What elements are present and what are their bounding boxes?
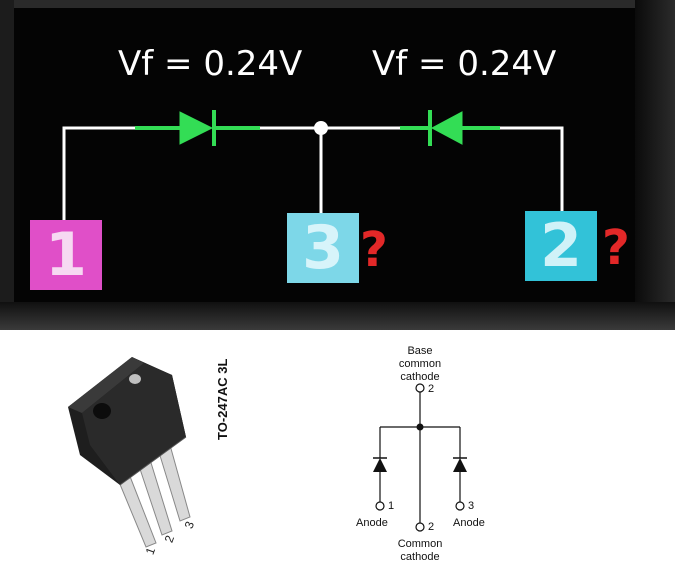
schematic-bottom-label: Common cathode: [390, 538, 450, 564]
tester-circuit-diagram: [62, 110, 564, 222]
schematic-right-anode-label: Anode: [453, 517, 485, 529]
trace-pin1: [62, 126, 135, 222]
pin-2-box: 2: [525, 211, 597, 281]
pin-3-box: 3: [287, 213, 359, 283]
bezel-left: [0, 0, 14, 330]
left-diode-icon: [135, 110, 260, 146]
package-top-face: [68, 357, 144, 413]
bezel-right: [635, 0, 675, 330]
question-mark-pin-2: ?: [602, 220, 630, 276]
package-tab: [82, 363, 186, 485]
schematic-junction-node: [416, 423, 424, 431]
tester-screen-photo: Vf = 0.24V Vf = 0.24V 1 3 2 ? ?: [0, 0, 675, 330]
left-vf-label: Vf = 0.24V: [118, 44, 303, 84]
question-mark-pin-3: ?: [360, 222, 388, 278]
top-label-line-2: common: [398, 358, 442, 370]
right-vf-label: Vf = 0.24V: [372, 44, 557, 84]
schematic-right-diode-icon: [453, 457, 467, 472]
bezel-bottom: [0, 302, 675, 330]
package-name-label: TO-247AC 3L: [215, 358, 230, 440]
schematic-left-diode-icon: [373, 457, 387, 472]
bezel-top: [0, 0, 675, 8]
schematic-top-label: Base common cathode: [390, 345, 450, 384]
schematic-right-pin-number: 3: [468, 500, 475, 512]
schematic-left-anode-label: Anode: [356, 517, 388, 529]
common-cathode-schematic: [373, 383, 467, 532]
tab-notch: [129, 374, 141, 384]
top-label-line-1: Base: [407, 345, 433, 357]
schematic-left-pin-number: 1: [388, 500, 395, 512]
right-diode-icon: [400, 110, 500, 146]
bottom-label-line-1: Common: [397, 538, 443, 550]
schematic-bottom-pin-number: 2: [428, 521, 435, 533]
schematic-top-pin-number: 2: [428, 383, 435, 395]
to247-package-illustration: [68, 357, 191, 548]
top-label-line-3: cathode: [400, 371, 440, 383]
pin-1-box: 1: [30, 220, 102, 290]
bottom-label-line-2: cathode: [400, 551, 440, 563]
junction-node: [314, 121, 328, 135]
mounting-hole: [93, 403, 111, 419]
trace-pin2: [500, 126, 564, 212]
